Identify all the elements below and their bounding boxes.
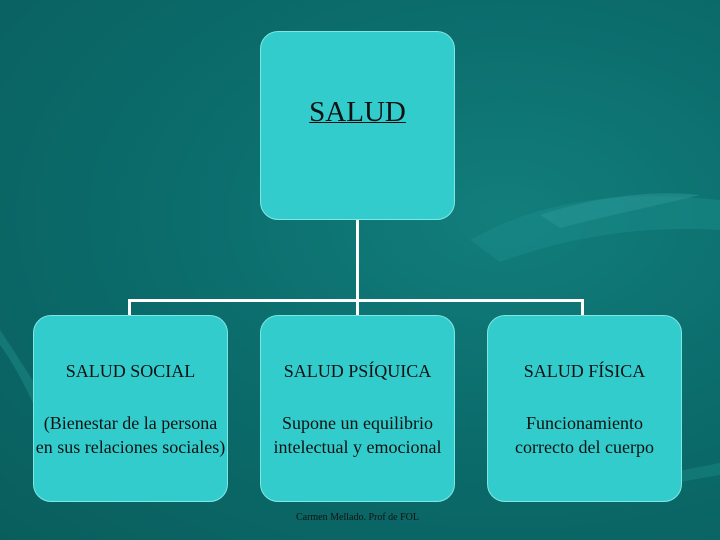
child-node-desc-social-line2: en sus relaciones sociales) (5, 436, 256, 458)
root-node-title: SALUD (260, 96, 455, 129)
child-node-box-fisica (487, 315, 682, 502)
child-node-desc-social-line1: (Bienestar de la persona (5, 412, 256, 434)
connector-left-drop (128, 299, 131, 316)
child-node-heading-social: SALUD SOCIAL (33, 361, 228, 382)
connector-right-drop (581, 299, 584, 316)
connector-root-stem (356, 220, 359, 301)
child-node-box-psiquica (260, 315, 455, 502)
child-node-desc-fisica-line2: correcto del cuerpo (487, 436, 682, 458)
child-node-box-social (33, 315, 228, 502)
child-node-heading-fisica: SALUD FÍSICA (487, 361, 682, 382)
connector-middle-drop (356, 299, 359, 316)
child-node-desc-psiquica-line1: Supone un equilibrio (250, 412, 465, 434)
child-node-heading-psiquica: SALUD PSÍQUICA (260, 361, 455, 382)
child-node-desc-psiquica-line2: intelectual y emocional (250, 436, 465, 458)
child-node-desc-fisica-line1: Funcionamiento (487, 412, 682, 434)
footer-credit: Carmen Mellado. Prof de FOL (260, 512, 455, 523)
